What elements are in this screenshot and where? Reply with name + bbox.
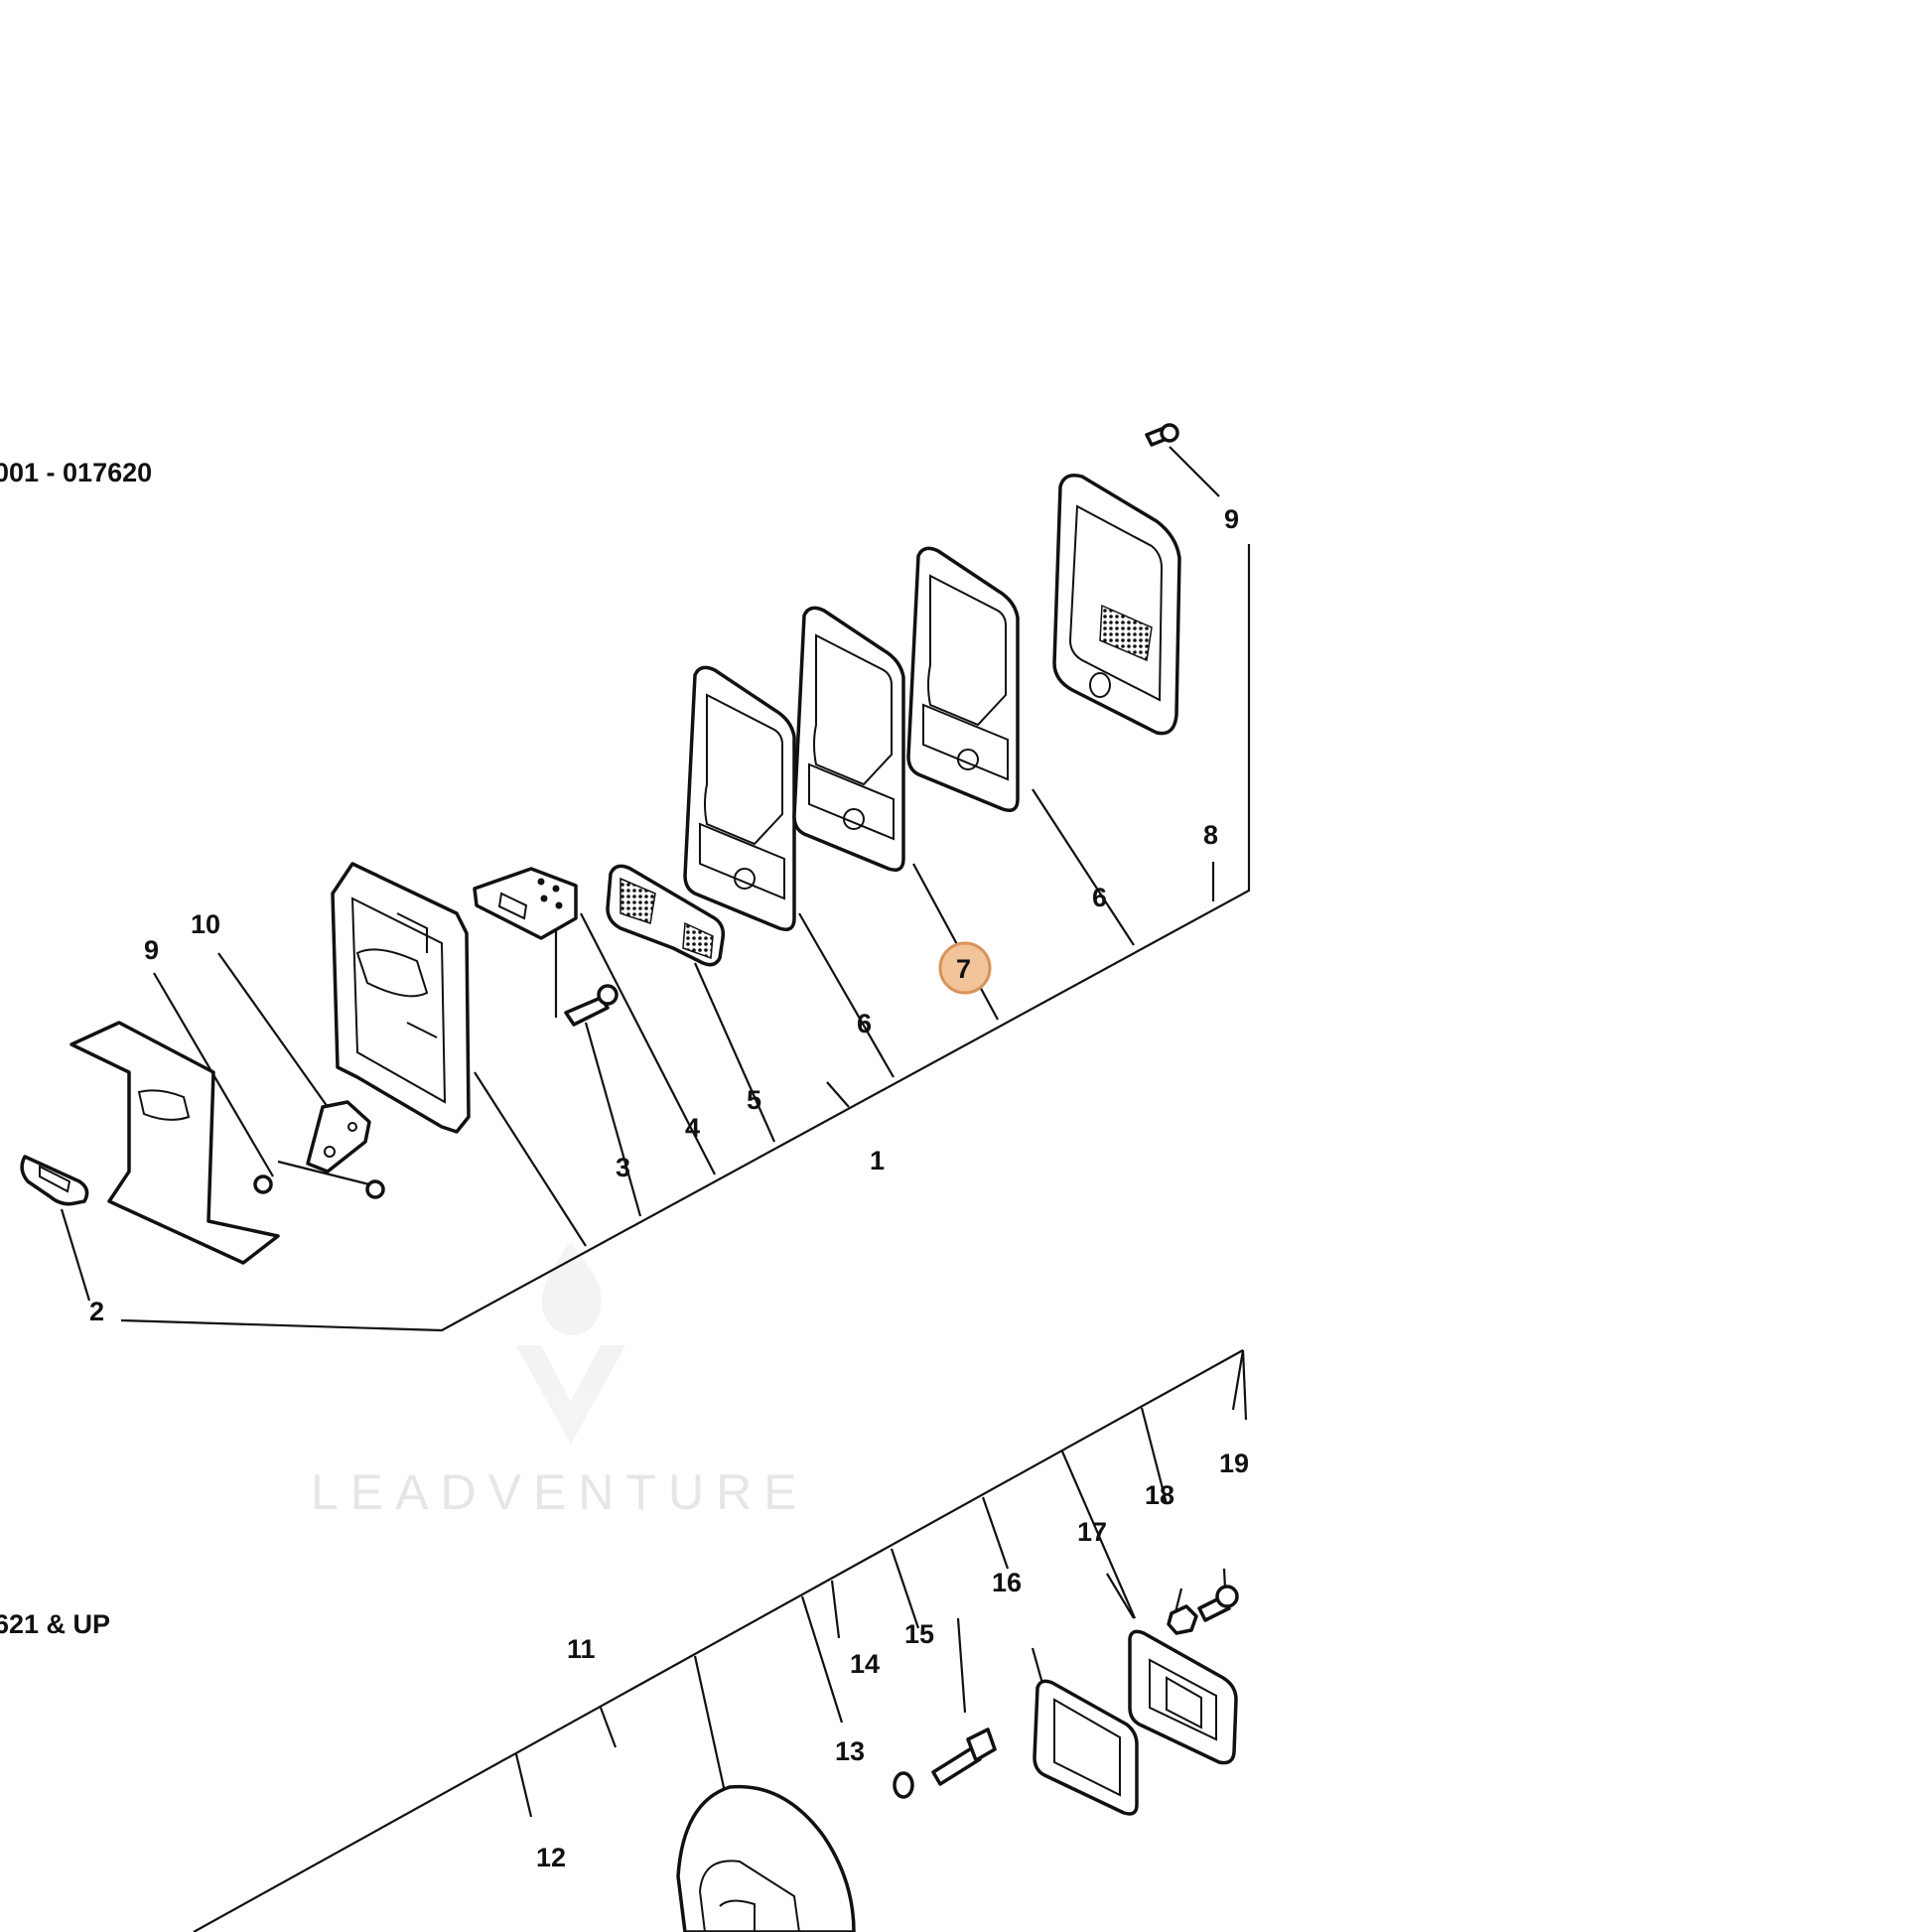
part-5-screen xyxy=(606,864,726,967)
callout-4[interactable]: 4 xyxy=(685,1113,700,1143)
watermark-logo-icon xyxy=(516,1241,625,1445)
callout-8[interactable]: 8 xyxy=(1203,820,1218,850)
callout-11[interactable]: 11 xyxy=(567,1634,596,1664)
part-2-gasket xyxy=(20,1155,89,1206)
callout-1[interactable]: 1 xyxy=(870,1146,885,1175)
callout-16[interactable]: 16 xyxy=(992,1568,1022,1597)
part-3-screw xyxy=(554,928,619,1027)
part-6-gasket-front xyxy=(683,665,796,931)
callout-17[interactable]: 17 xyxy=(1077,1517,1107,1547)
callout-7-highlight[interactable] xyxy=(938,941,992,995)
callout-18[interactable]: 18 xyxy=(1145,1480,1174,1510)
part-6-gasket-rear xyxy=(906,546,1020,812)
part-10-bracket xyxy=(306,1100,371,1173)
lower-muffler-body xyxy=(676,1784,856,1932)
heat-shield xyxy=(69,1021,280,1265)
callout-9-left[interactable]: 9 xyxy=(144,935,159,965)
callout-6-rear[interactable]: 6 xyxy=(1092,883,1107,912)
part-18-nut xyxy=(1167,1604,1198,1635)
part-8-cover xyxy=(1052,474,1181,736)
part-4-flange xyxy=(473,867,578,940)
part-9-screw-top xyxy=(1145,423,1179,447)
upper-assembly-bracket xyxy=(120,544,1251,1332)
callout-7[interactable]: 7 xyxy=(956,954,971,984)
part-17-plate xyxy=(1128,1629,1238,1765)
callout-3[interactable]: 3 xyxy=(616,1153,630,1182)
callout-15[interactable]: 15 xyxy=(904,1619,934,1649)
serial-range-upper: 001 - 017620 xyxy=(0,458,152,487)
part-15-bolt xyxy=(931,1727,997,1786)
callout-2[interactable]: 2 xyxy=(89,1297,104,1326)
serial-range-lower: 621 & UP xyxy=(0,1609,110,1639)
part-16-gasket xyxy=(1033,1679,1139,1816)
callout-19[interactable]: 19 xyxy=(1219,1449,1249,1478)
part-9-screw-left xyxy=(253,1174,385,1199)
callout-9-top[interactable]: 9 xyxy=(1224,504,1239,534)
callout-10[interactable]: 10 xyxy=(191,909,220,939)
watermark-text: LEADVENTURE xyxy=(311,1464,809,1520)
part-7-gasket xyxy=(792,606,905,872)
callout-14[interactable]: 14 xyxy=(850,1649,880,1679)
part-14-washer xyxy=(893,1771,914,1799)
callout-12[interactable]: 12 xyxy=(536,1843,566,1872)
callout-5[interactable]: 5 xyxy=(747,1085,761,1115)
callout-13[interactable]: 13 xyxy=(835,1736,865,1766)
part-19-screw xyxy=(1197,1585,1239,1622)
muffler-body xyxy=(331,862,471,1134)
callout-6-front[interactable]: 6 xyxy=(857,1009,872,1038)
